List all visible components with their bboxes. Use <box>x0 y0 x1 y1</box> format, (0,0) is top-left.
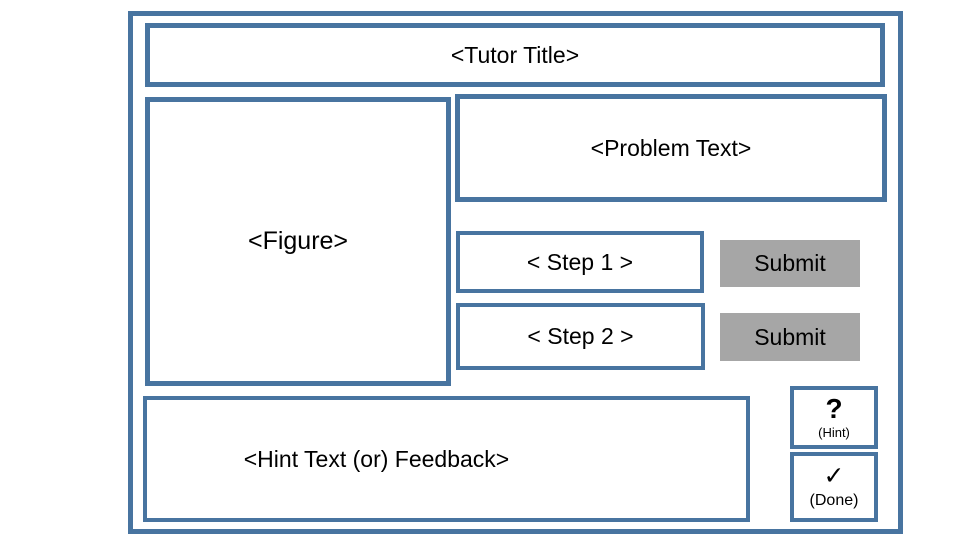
hint-feedback-label: <Hint Text (or) Feedback> <box>243 445 510 472</box>
tutor-title-label: <Tutor Title> <box>450 41 580 68</box>
figure-label: <Figure> <box>247 227 349 255</box>
hint-button-label: (Hint) <box>818 424 850 440</box>
problem-text-label: <Problem Text> <box>590 134 752 161</box>
step-2-submit-label: Submit <box>754 323 826 350</box>
figure-panel: <Figure> <box>145 97 451 386</box>
step-2-label: < Step 2 > <box>527 323 634 349</box>
step-1-input[interactable]: < Step 1 > <box>456 231 704 293</box>
hint-feedback-panel: <Hint Text (or) Feedback> <box>143 396 750 522</box>
step-2-submit-button[interactable]: Submit <box>720 313 860 361</box>
step-2-input[interactable]: < Step 2 > <box>456 303 705 370</box>
step-1-submit-label: Submit <box>754 250 826 276</box>
step-1-submit-button[interactable]: Submit <box>720 240 860 287</box>
checkmark-icon: ✓ <box>823 461 845 490</box>
tutor-title-bar: <Tutor Title> <box>145 23 885 87</box>
done-button-label: (Done) <box>809 491 859 509</box>
step-1-label: < Step 1 > <box>526 248 634 275</box>
outer-frame <box>128 11 903 534</box>
done-button[interactable]: ✓ (Done) <box>790 452 878 522</box>
hint-button[interactable]: ? (Hint) <box>790 386 878 449</box>
problem-text-panel: <Problem Text> <box>455 94 887 202</box>
question-mark-icon: ? <box>825 392 843 424</box>
